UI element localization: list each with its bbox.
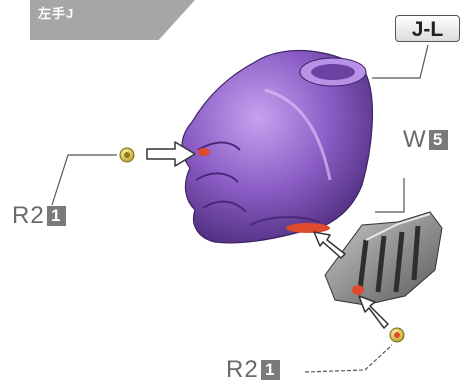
weapon-part	[325, 212, 442, 305]
part-code: R2	[12, 202, 45, 229]
screw-bottom-icon	[390, 328, 404, 342]
part-label-jl: J-L	[395, 15, 460, 42]
quantity-badge: 1	[47, 206, 66, 226]
leader-line-jl	[372, 45, 428, 78]
leader-line-bolt-top	[52, 155, 117, 205]
leader-line-bolt-bottom	[305, 345, 392, 372]
hand-part	[182, 51, 372, 243]
quantity-badge: 5	[429, 130, 448, 150]
leader-line-weapon	[375, 178, 404, 212]
part-code: R2	[226, 356, 259, 383]
weapon-socket-marker	[352, 285, 364, 295]
part-code: W	[403, 126, 427, 153]
hand-socket-marker	[198, 148, 210, 156]
arrow-hand-to-weapon	[314, 232, 345, 258]
hand-joint-marker	[286, 223, 330, 233]
quantity-badge: 1	[261, 360, 280, 380]
screw-top-icon	[120, 148, 134, 162]
